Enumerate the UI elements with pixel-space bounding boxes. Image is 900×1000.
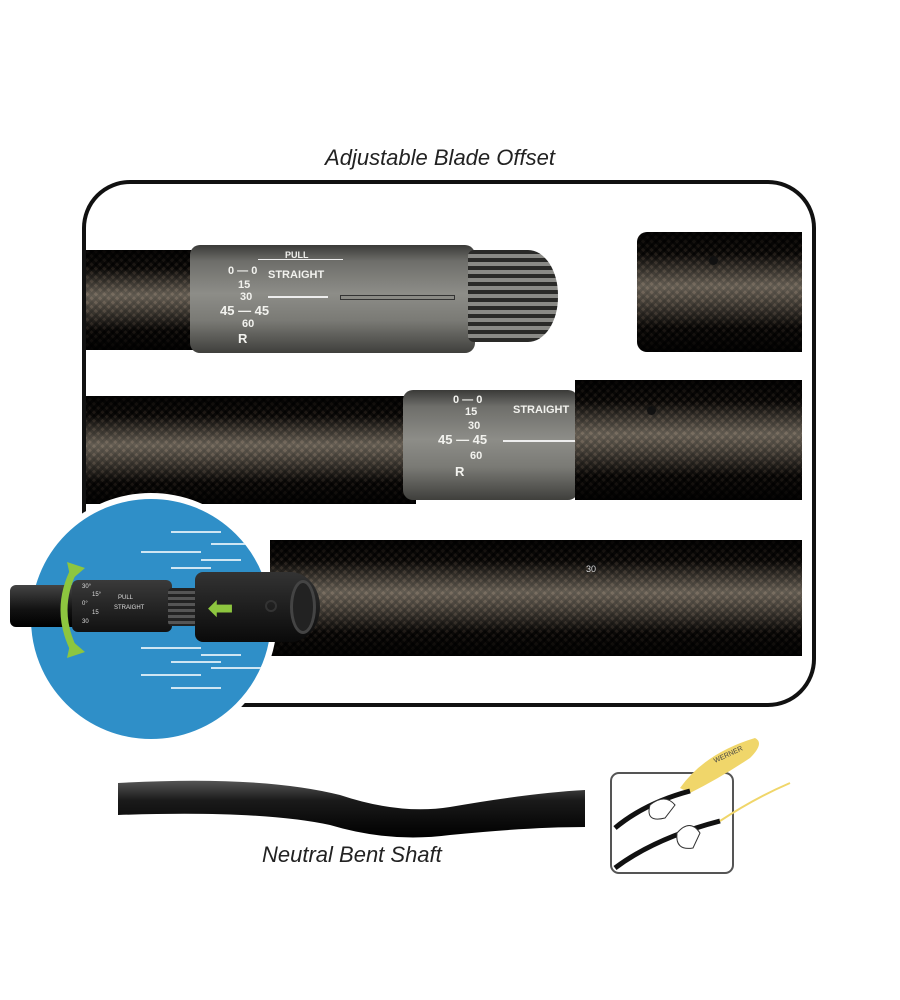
inset-spline [168, 588, 198, 626]
ferrule-2: 0 — 0 15 STRAIGHT 30 45 — 45 60 R [403, 390, 578, 500]
inset-straight: STRAIGHT [114, 605, 145, 611]
inset-mark: 30° [82, 584, 92, 590]
inset-mark: 30 [82, 619, 89, 625]
scale-45: 45 — 45 [220, 303, 270, 318]
bent-shaft [118, 780, 585, 838]
shaft-left-2 [86, 396, 416, 504]
spline-connector [468, 250, 558, 342]
scale-45: 45 — 45 [438, 432, 488, 447]
scale-r: R [238, 331, 248, 346]
inset-ferrule: 30° 15° 0° 15 30 PULL STRAIGHT [72, 580, 172, 632]
scale-pull: PULL [285, 250, 309, 260]
push-arrow-icon: ⬅ [208, 592, 234, 625]
scale-15: 15 [238, 279, 251, 291]
scale-60: 60 [242, 318, 255, 330]
scale-straight: STRAIGHT [268, 269, 325, 281]
scale-0: 0 — 0 [453, 394, 483, 406]
rotate-arrow-icon [60, 562, 85, 658]
scale-straight: STRAIGHT [513, 404, 570, 416]
scale-30: 30 [240, 291, 253, 303]
paddle-grip-illustration: WERNER [610, 738, 791, 874]
ferrule-1: 0 — 0 PULL 15 STRAIGHT 30 45 — 45 60 R [190, 245, 475, 353]
shaft-right-1 [637, 232, 802, 352]
shaft-right-2 [575, 380, 802, 500]
inset-mark: 15 [92, 610, 99, 616]
inset-pull: PULL [118, 595, 134, 601]
title: Adjustable Blade Offset [325, 145, 555, 170]
shaft-3: 30 [270, 540, 802, 656]
shaft-mark: 30 [586, 564, 597, 574]
scale-15: 15 [465, 406, 478, 418]
frame [82, 180, 816, 707]
scale-0: 0 — 0 [228, 265, 258, 277]
inset-mark: 15° [92, 592, 102, 598]
inset-shaft-right [195, 572, 320, 642]
scale-60: 60 [470, 450, 483, 462]
caption: Neutral Bent Shaft [262, 842, 442, 867]
inset-mark: 0° [82, 601, 88, 607]
scale-30: 30 [468, 420, 481, 432]
scale-r: R [455, 464, 465, 479]
